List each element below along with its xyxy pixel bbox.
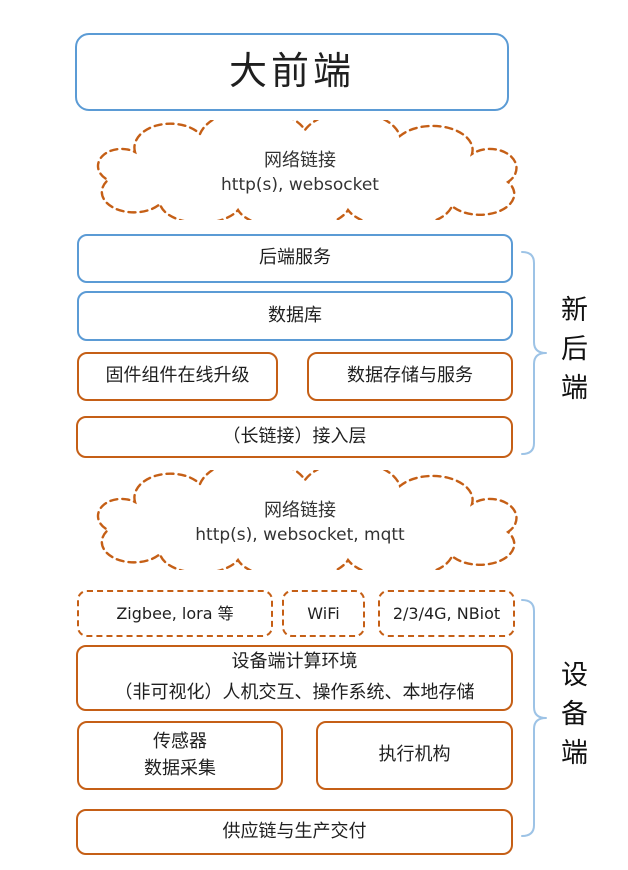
backend-group-label: 新后端 [556, 294, 587, 412]
cloud1-text: 网络链接 http(s), websocket [80, 120, 520, 220]
cellular-label: 2/3/4G, NBiot [392, 603, 501, 623]
brace-icon-backend [521, 251, 547, 455]
firmware-upgrade-label: 固件组件在线升级 [105, 365, 250, 387]
frontend-label: 大前端 [228, 49, 355, 94]
actuator-label: 执行机构 [378, 744, 451, 766]
cloud2-title: 网络链接 [264, 499, 336, 521]
firmware-upgrade-box: 固件组件在线升级 [77, 352, 278, 401]
access-layer-label: （长链接）接入层 [222, 425, 367, 447]
device-env-box: 设备端计算环境 （非可视化）人机交互、操作系统、本地存储 [76, 645, 513, 711]
brace-icon-device [521, 599, 547, 837]
sensor-box: 传感器 数据采集 [77, 721, 283, 790]
supply-chain-box: 供应链与生产交付 [76, 809, 513, 855]
cloud2-protocols: http(s), websocket, mqtt [195, 524, 405, 545]
actuator-box: 执行机构 [316, 721, 513, 790]
network-cloud-bottom: 网络链接 http(s), websocket, mqtt [80, 470, 520, 570]
device-env-title: 设备端计算环境 [231, 651, 358, 673]
network-cloud-top: 网络链接 http(s), websocket [80, 120, 520, 220]
cloud2-text: 网络链接 http(s), websocket, mqtt [80, 470, 520, 570]
data-storage-label: 数据存储与服务 [347, 365, 473, 387]
sensor-label-line1: 传感器 [153, 731, 207, 753]
device-group-label: 设备端 [556, 659, 587, 777]
wifi-box: WiFi [282, 590, 365, 637]
backend-services-label: 后端服务 [259, 247, 331, 269]
cloud-shape-icon [96, 470, 518, 570]
frontend-box: 大前端 [75, 33, 509, 111]
database-box: 数据库 [77, 291, 513, 341]
zigbee-lora-box: Zigbee, lora 等 [77, 590, 273, 637]
device-env-detail: （非可视化）人机交互、操作系统、本地存储 [114, 682, 475, 703]
backend-services-box: 后端服务 [77, 234, 513, 283]
wifi-label: WiFi [307, 603, 340, 623]
zigbee-lora-label: Zigbee, lora 等 [116, 603, 234, 623]
cloud1-title: 网络链接 [264, 149, 336, 171]
cellular-box: 2/3/4G, NBiot [378, 590, 515, 637]
cloud1-protocols: http(s), websocket [221, 174, 379, 195]
cloud-shape-icon [96, 120, 518, 220]
access-layer-box: （长链接）接入层 [76, 416, 513, 458]
database-label: 数据库 [268, 304, 322, 326]
supply-chain-label: 供应链与生产交付 [222, 820, 367, 842]
sensor-label-line2: 数据采集 [144, 757, 216, 779]
data-storage-box: 数据存储与服务 [307, 352, 513, 401]
